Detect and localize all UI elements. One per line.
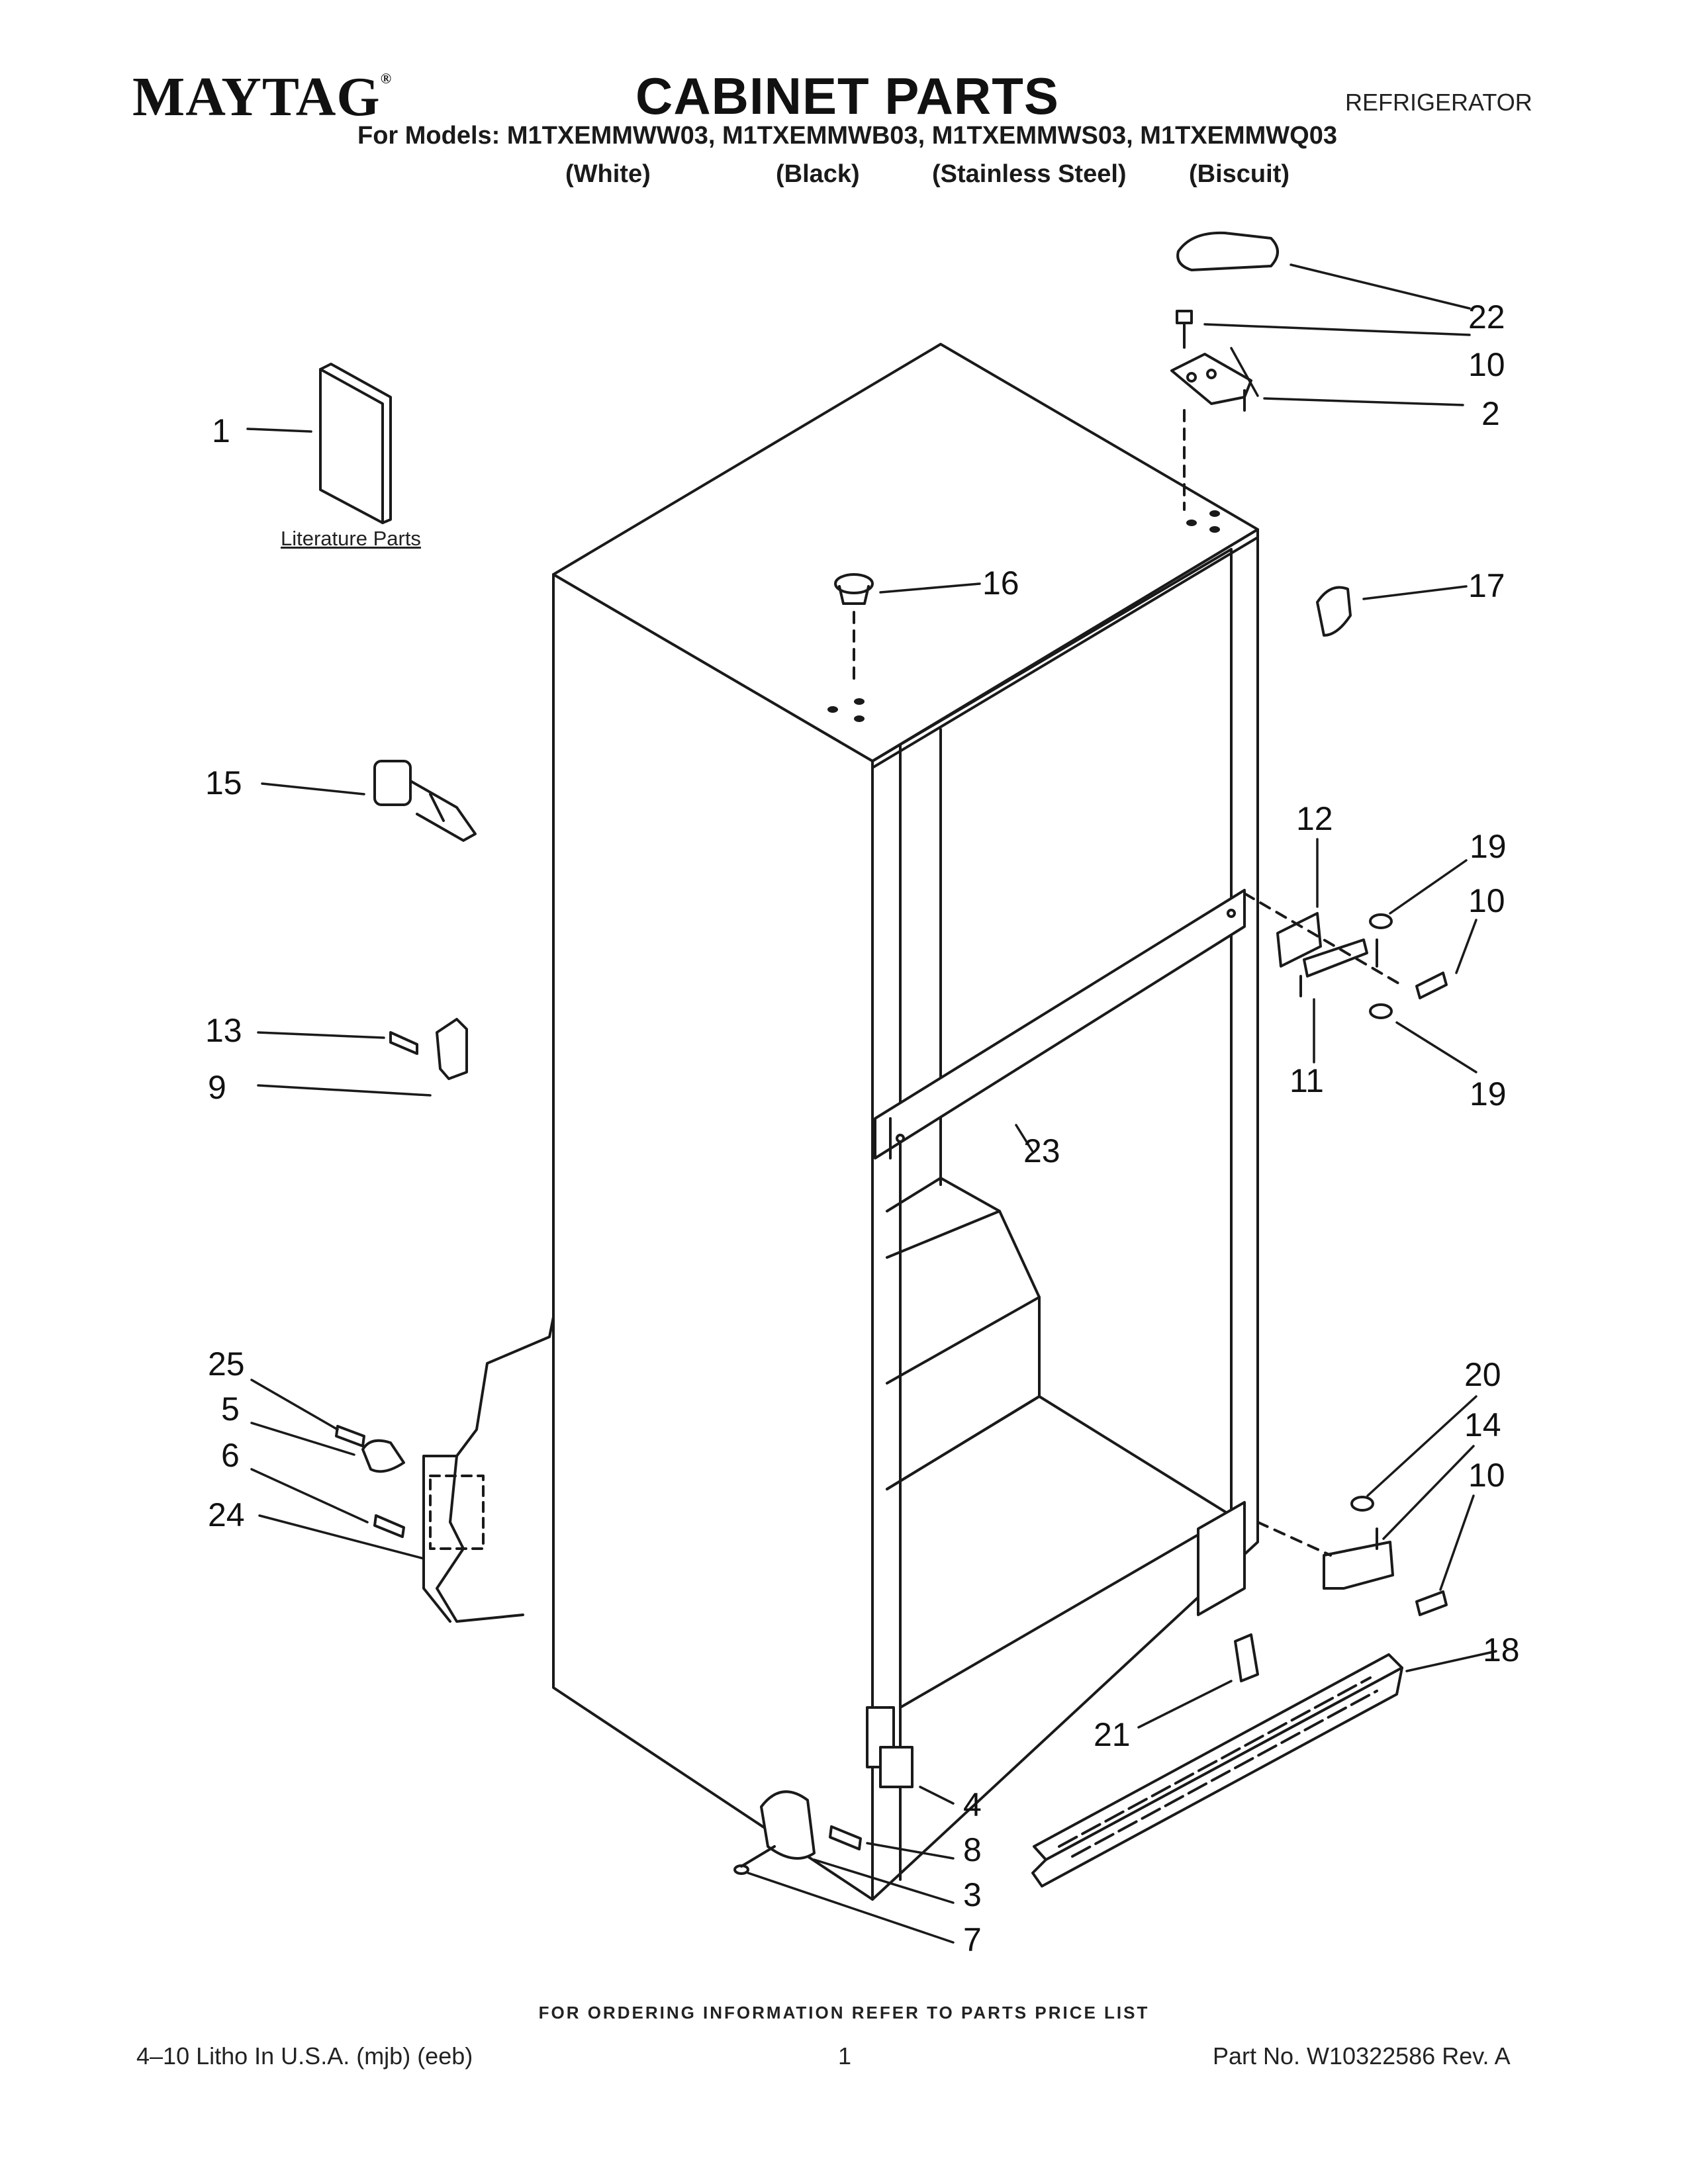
callout-22: 22 [1468,298,1505,336]
callout-10-top: 10 [1468,346,1505,383]
callout-24: 24 [208,1496,245,1533]
side-bracket-area [422,1316,555,1623]
callout-1: 1 [212,412,230,449]
hinge-cover-22 [1176,231,1279,271]
print-info: 4–10 Litho In U.S.A. (mjb) (eeb) [136,2042,473,2070]
callout-13: 13 [205,1012,242,1049]
clip-17 [1316,586,1352,637]
literature-booklet [319,363,392,524]
callout-10-middle: 10 [1468,882,1505,919]
variant-biscuit: (Biscuit) [1189,160,1289,188]
pin-15 [373,760,477,842]
interior-divider [886,1177,1233,1517]
callout-15: 15 [205,764,242,801]
callout-10-bottom: 10 [1468,1457,1505,1494]
page-number: 1 [838,2042,852,2070]
leveler-assembly [733,1790,862,1875]
mullion-bar [874,889,1246,1160]
cabinet-body [552,343,1259,1901]
literature-parts-label: Literature Parts [281,527,421,550]
callout-5: 5 [221,1390,240,1428]
callout-12: 12 [1296,800,1333,837]
bottom-hinge-mount [866,1501,1246,1788]
callout-2: 2 [1481,395,1500,432]
callout-19-top: 19 [1470,828,1507,865]
leader-lines [246,263,1497,1944]
callout-11: 11 [1289,1062,1324,1099]
callout-16: 16 [982,565,1019,602]
cabinet-top-holes [827,510,1220,722]
callout-7: 7 [963,1921,982,1958]
top-hinge-assembly [1170,310,1252,511]
callout-21: 21 [1094,1716,1131,1753]
clip-21 [1234,1633,1259,1682]
bottom-hinge-right [1256,1496,1448,1616]
appliance-category: REFRIGERATOR [1345,89,1532,116]
brand-logo: MAYTAG® [132,66,393,128]
callout-3: 3 [963,1876,982,1913]
callout-20: 20 [1464,1356,1501,1393]
plug-16 [834,573,874,683]
variant-stainless-steel: (Stainless Steel) [932,160,1127,188]
bracket-9-screw-13 [389,1018,468,1080]
callout-19-bottom: 19 [1470,1075,1507,1113]
grille-18 [1031,1653,1403,1888]
callout-8: 8 [963,1831,982,1868]
ordering-note: FOR ORDERING INFORMATION REFER TO PARTS … [538,2003,1150,2023]
callout-23: 23 [1023,1132,1060,1169]
variant-white: (White) [565,160,651,188]
variant-black: (Black) [776,160,860,188]
callout-14: 14 [1464,1406,1501,1443]
part-number: Part No. W10322586 Rev. A [1213,2042,1511,2070]
callout-6: 6 [221,1437,240,1474]
callout-9: 9 [208,1069,226,1106]
callout-17: 17 [1468,567,1505,604]
callout-4: 4 [963,1786,982,1823]
callout-25: 25 [208,1345,245,1383]
bracket-hardware-left [335,1425,405,1538]
callout-18: 18 [1483,1631,1520,1668]
middle-hinge-assembly [1243,892,1448,1019]
page-title: CABINET PARTS [635,67,1059,125]
model-list: For Models: M1TXEMMWW03, M1TXEMMWB03, M1… [357,122,1337,150]
